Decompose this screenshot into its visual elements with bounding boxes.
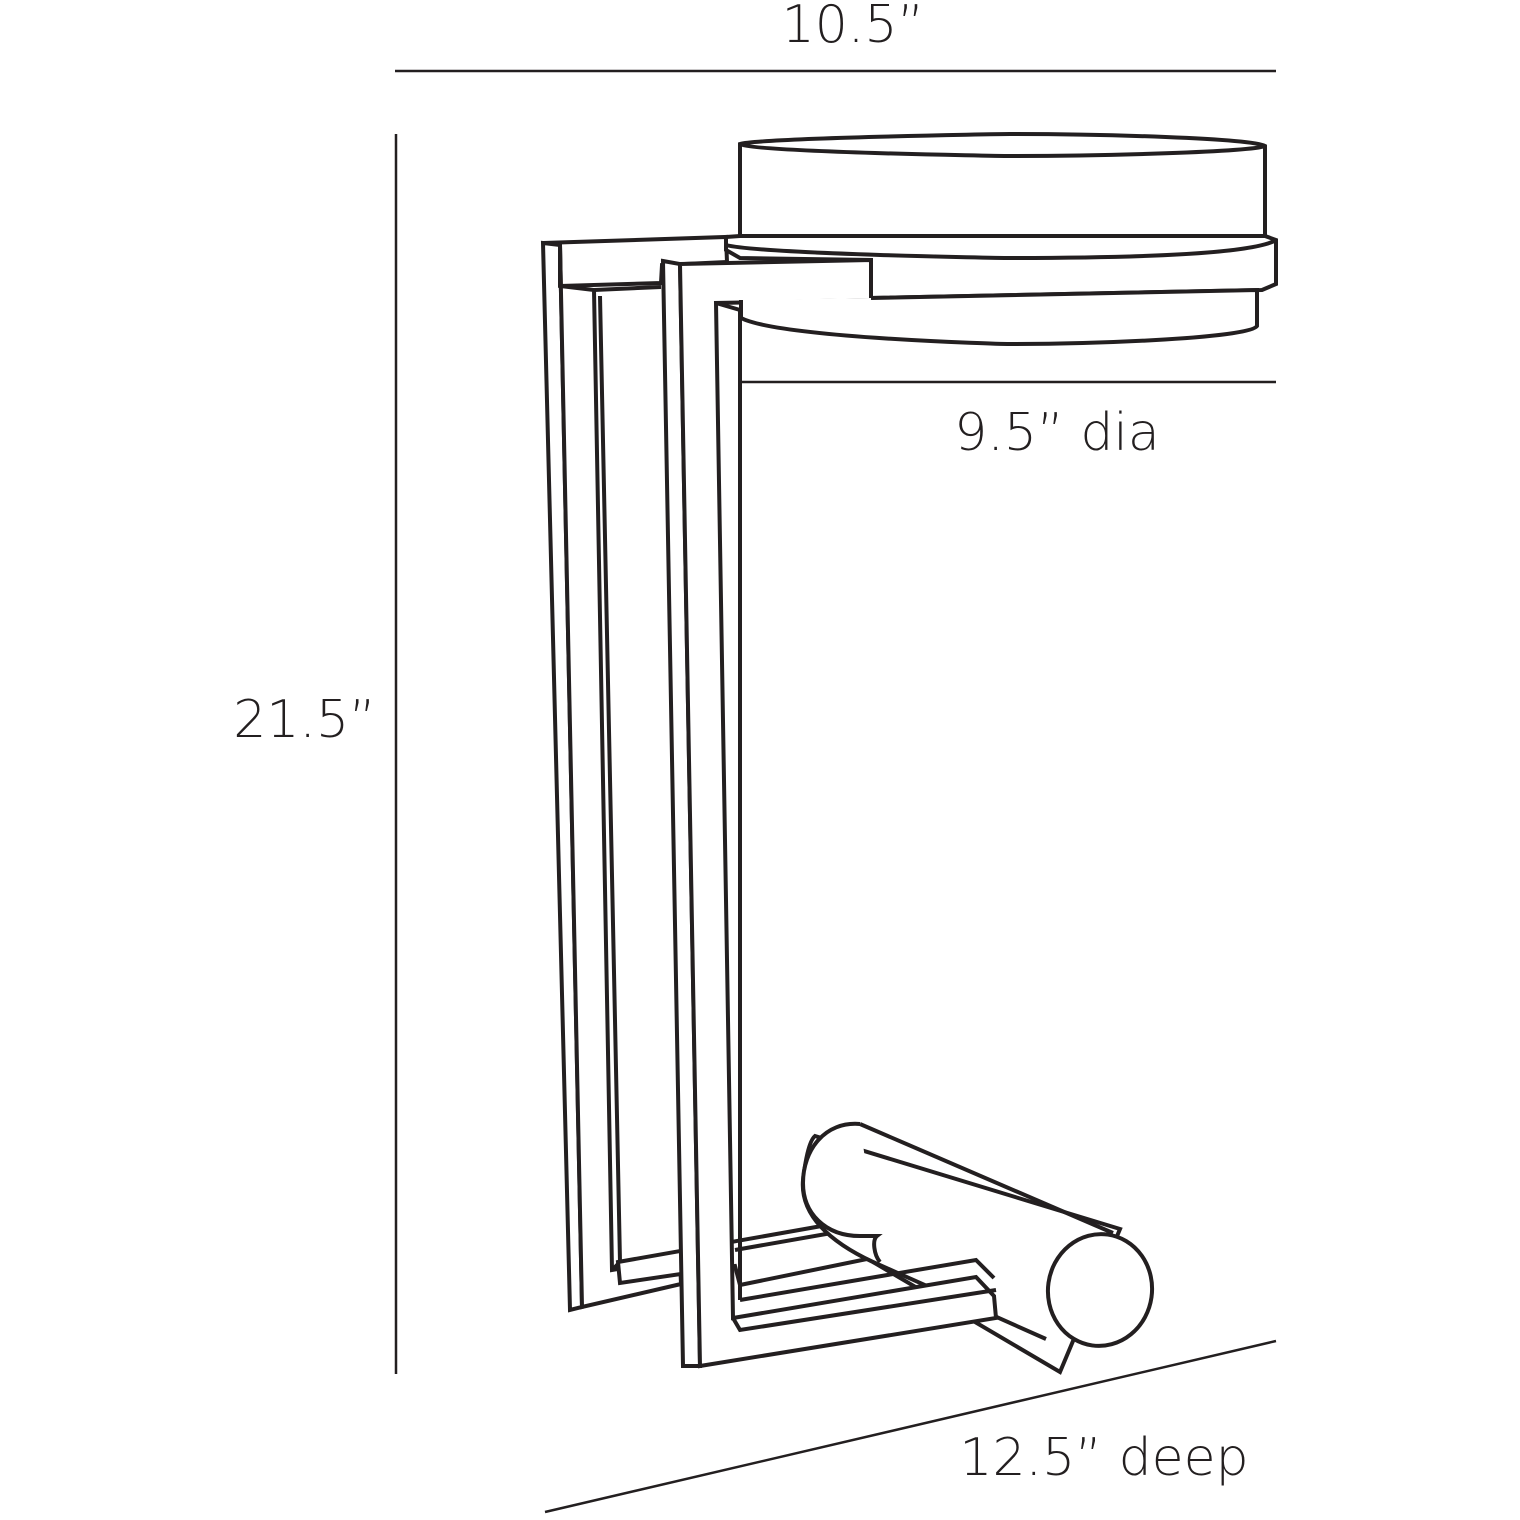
tray-clamp-band-top <box>725 238 1278 261</box>
diameter-label: 9.5” dia <box>954 403 1160 463</box>
cylinder-foot-left-cap <box>800 1121 883 1264</box>
back-frame-leg-face <box>558 244 684 1310</box>
back-frame-inner-edge <box>593 285 662 292</box>
tray-top-rim <box>738 131 1267 238</box>
cylinder-foot-end-cap <box>1045 1232 1155 1348</box>
depth-dimension-line <box>544 1339 1277 1514</box>
height-label: 21.5” <box>233 690 376 750</box>
front-bottom-bar <box>731 1288 997 1333</box>
tray-top-rim-lip <box>738 142 1266 159</box>
tray-bottom-ring <box>739 287 1259 347</box>
depth-label: 12.5” deep <box>959 1428 1248 1488</box>
side-table-illustration <box>540 131 1278 1375</box>
front-frame-inner-rail <box>739 1257 996 1302</box>
width-label: 10.5” <box>782 0 925 55</box>
cylinder-foot-top-edge <box>859 1122 1114 1235</box>
tray-clamp-band <box>724 234 1278 301</box>
